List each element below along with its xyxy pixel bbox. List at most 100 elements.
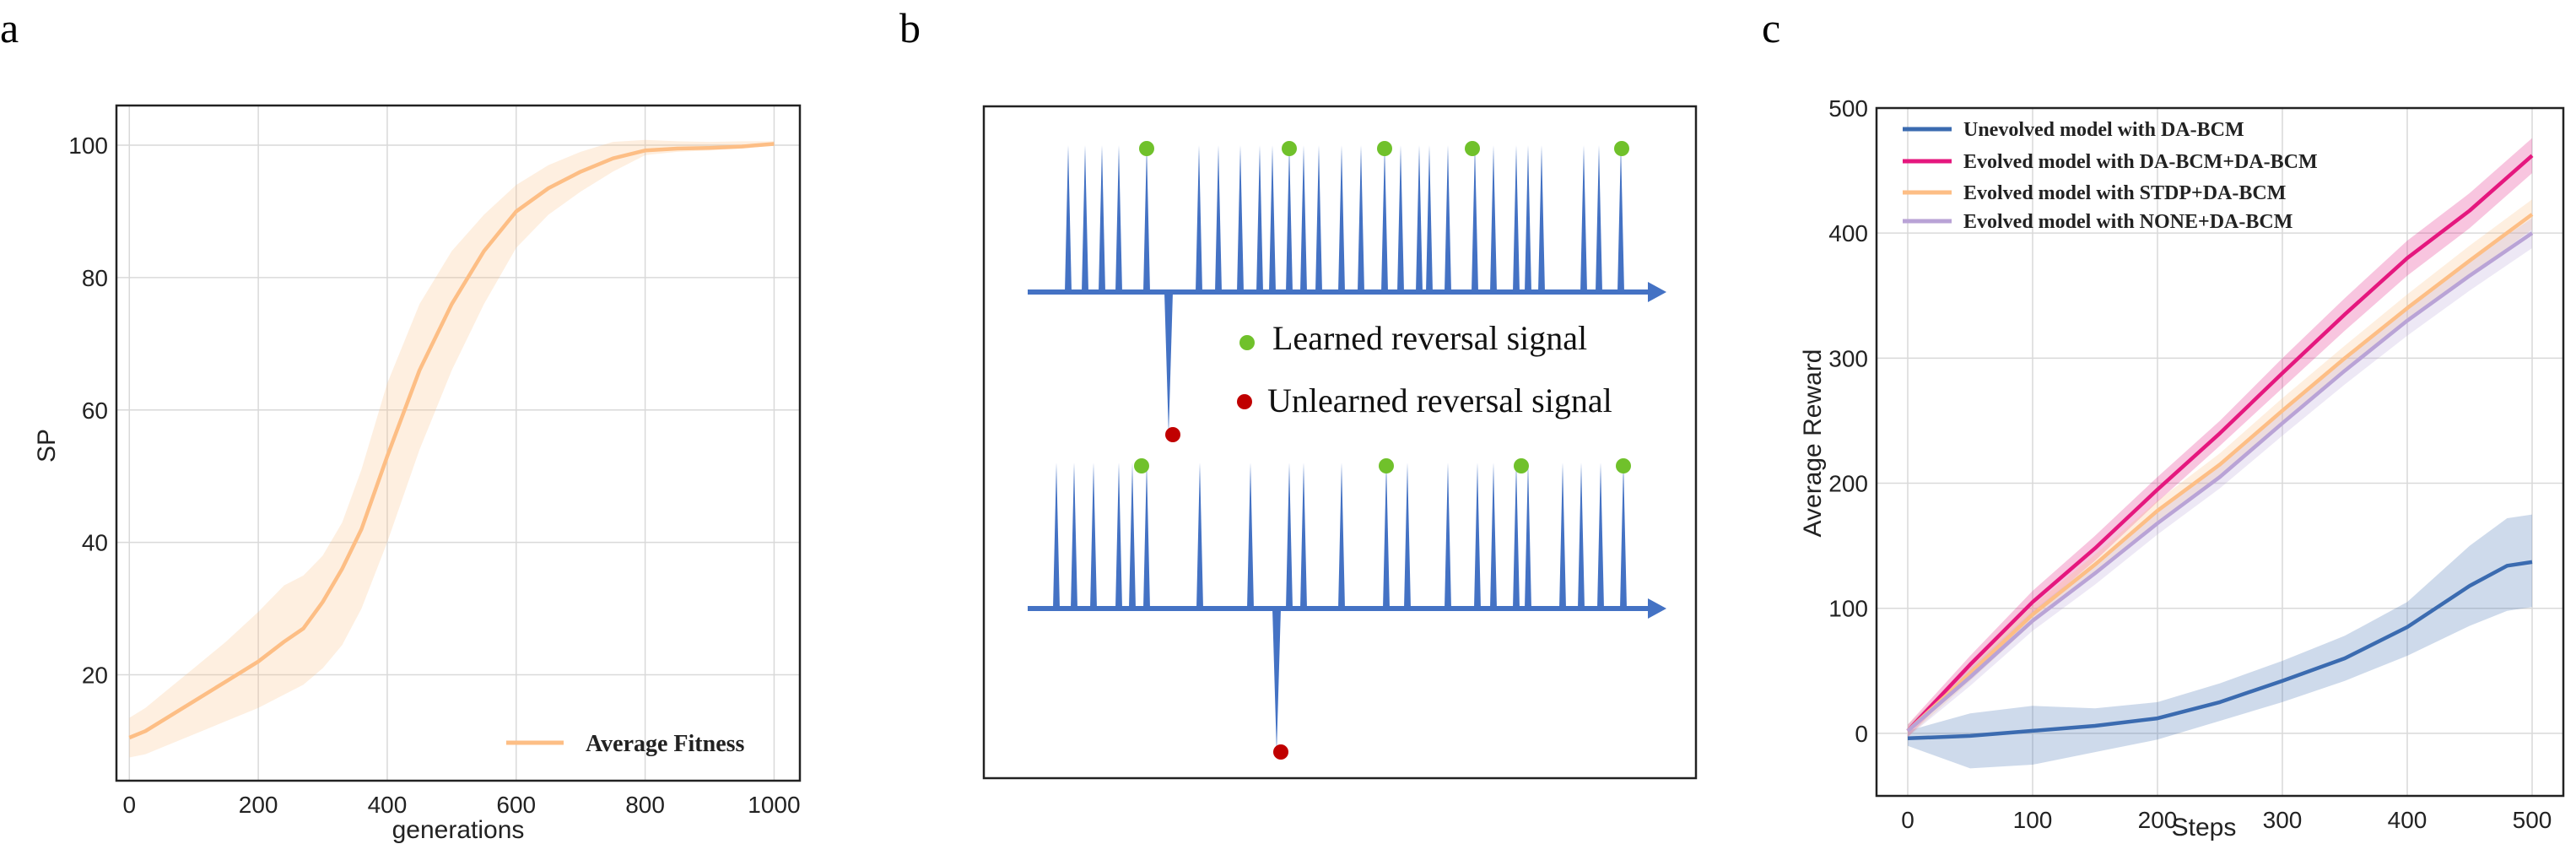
spike (1099, 145, 1105, 292)
spike (1215, 145, 1222, 292)
spike (1578, 463, 1585, 609)
spike (1490, 145, 1497, 292)
spike (1597, 463, 1604, 609)
chart-c-band-unevolved-model-with-da-bcm (1908, 514, 2532, 769)
spike (1143, 145, 1150, 292)
spike (1404, 463, 1411, 609)
chart-a-legend-label: Average Fitness (586, 731, 745, 757)
reversal-spike (1164, 292, 1173, 435)
learned-signal-marker (1139, 141, 1154, 156)
spike (1237, 145, 1244, 292)
spike (1513, 463, 1520, 609)
chart-c-y-tick-label: 500 (1828, 95, 1868, 122)
spike (1358, 145, 1364, 292)
chart-a-x-tick-label: 800 (625, 792, 665, 818)
chart-c-line-evolved-model-with-da-bcm-da-bcm (1906, 154, 2534, 733)
spike (1256, 145, 1263, 292)
chart-a-band-average-fitness (129, 139, 775, 758)
spike (1286, 463, 1293, 609)
chart-a-legend: Average Fitness (506, 731, 745, 757)
chart-c-xlabel: Steps (2172, 814, 2237, 841)
chart-c-line-evolved-model-with-stdp-da-bcm (1906, 213, 2534, 733)
spike-train-2 (1028, 458, 1666, 760)
chart-c-y-tick-label: 0 (1855, 721, 1868, 747)
diagram-frame (982, 105, 1698, 780)
chart-c-line-unevolved-model-with-da-bcm (1907, 560, 2533, 741)
spike (1397, 145, 1404, 292)
learned-signal-marker (1377, 141, 1392, 156)
chart-c-plot-frame (1875, 106, 2565, 798)
time-axis-arrowhead (1648, 598, 1666, 619)
spike (1143, 463, 1150, 609)
chart-a-y-tick-label: 40 (82, 530, 108, 556)
learned-signal-marker (1514, 458, 1529, 473)
spike (1286, 145, 1293, 292)
spike (1082, 145, 1088, 292)
spike (1596, 145, 1602, 292)
chart-c-x-tick-label: 100 (2013, 807, 2053, 833)
panel-letter-b: b (899, 4, 921, 51)
spike (1426, 145, 1433, 292)
unlearned-signal-legend-label: Unlearned reversal signal (1267, 381, 1612, 419)
chart-c-y-tick-label: 400 (1828, 220, 1868, 246)
legend-label-none: Evolved model with NONE+DA-BCM (1963, 211, 2292, 233)
panel-letter-c: c (1762, 4, 1780, 51)
reversal-spike (1272, 609, 1281, 752)
time-axis-arrowhead (1648, 282, 1666, 302)
chart-a-plot-frame (115, 104, 802, 782)
spike (1269, 145, 1276, 292)
chart-c-y-tick-label: 300 (1828, 345, 1868, 371)
diagram-legend: Learned reversal signal Unlearned revers… (1237, 319, 1612, 419)
chart-a-ylabel: SP (33, 429, 61, 463)
spike (1196, 463, 1203, 609)
spike (1472, 145, 1478, 292)
chart-a-y-tick-label: 80 (82, 265, 108, 291)
spike (1115, 463, 1122, 609)
chart-c-ylabel: Average Reward (1799, 349, 1827, 538)
spike (1315, 145, 1322, 292)
spike (1071, 463, 1077, 609)
spike (1129, 463, 1136, 609)
spike (1445, 145, 1451, 292)
spike (1381, 145, 1388, 292)
spike (1525, 145, 1531, 292)
unlearned-signal-marker (1165, 427, 1180, 442)
chart-c-line-evolved-model-with-none-da-bcm (1906, 231, 2534, 733)
chart-a-x-tick-label: 1000 (748, 792, 800, 818)
unlearned-signal-marker (1273, 744, 1288, 760)
spike (1090, 463, 1097, 609)
learned-signal-legend-dot (1239, 335, 1255, 350)
spike (1538, 145, 1545, 292)
learned-signal-marker (1282, 141, 1297, 156)
spike (1416, 145, 1423, 292)
chart-c-x-tick-label: 300 (2263, 807, 2303, 833)
learned-signal-legend-label: Learned reversal signal (1272, 319, 1587, 357)
spike (1300, 145, 1307, 292)
chart-c-legend: Unevolved model with DA-BCM Evolved mode… (1903, 119, 2318, 233)
chart-a-line-average-fitness (128, 142, 775, 740)
spike (1559, 463, 1566, 609)
spike (1617, 145, 1624, 292)
chart-c-x-tick-label: 400 (2388, 807, 2427, 833)
spike (1338, 145, 1345, 292)
learned-signal-marker (1614, 141, 1629, 156)
chart-a-plot-background (116, 106, 800, 781)
spike (1580, 145, 1587, 292)
panel-letter-a: a (0, 4, 19, 51)
spike (1247, 463, 1254, 609)
chart-c-x-tick-label: 0 (1901, 807, 1914, 833)
spike (1338, 463, 1345, 609)
spike (1383, 463, 1390, 609)
chart-a-x-tick-label: 400 (368, 792, 408, 818)
chart-c-y-tick-label: 100 (1828, 596, 1868, 622)
chart-a-xlabel: generations (392, 816, 525, 844)
chart-a-x-tick-label: 600 (496, 792, 536, 818)
spike (1065, 145, 1072, 292)
spike (1474, 463, 1481, 609)
legend-label-stdp: Evolved model with STDP+DA-BCM (1963, 182, 2286, 204)
chart-c-plot-background (1877, 108, 2563, 796)
